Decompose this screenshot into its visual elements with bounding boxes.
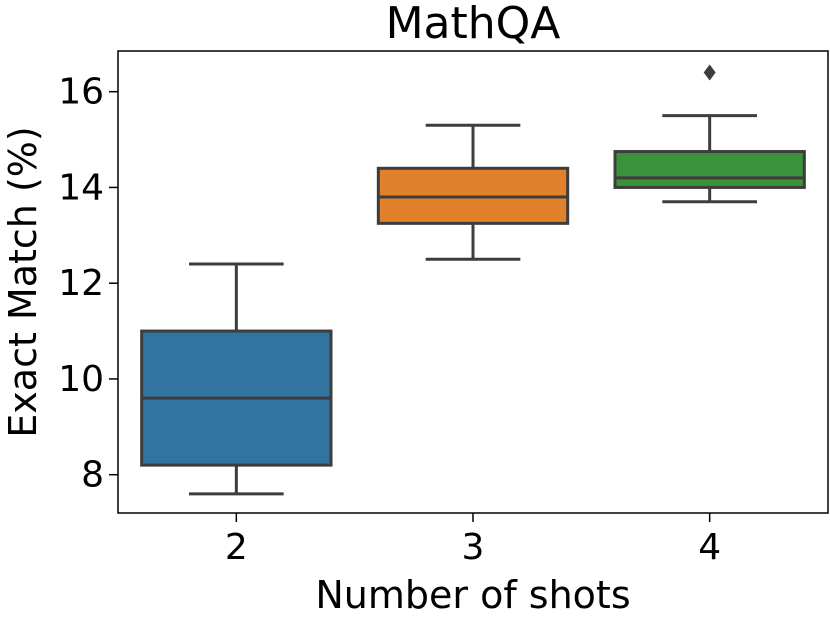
outlier-marker: [703, 64, 716, 81]
y-tick-label: 14: [58, 167, 104, 208]
x-tick-label: 2: [225, 527, 248, 568]
x-axis-label: Number of shots: [315, 573, 630, 617]
plot-area: 8 10 12 14 16 2 3 4: [58, 64, 806, 568]
y-axis-label: Exact Match (%): [1, 126, 45, 437]
plot-frame: [117, 50, 829, 514]
x-tick-label: 4: [698, 527, 721, 568]
chart-title: MathQA: [386, 0, 561, 49]
y-tick-label: 10: [58, 359, 104, 400]
x-tick-label: 3: [462, 527, 485, 568]
y-tick-label: 8: [81, 455, 104, 496]
y-tick-label: 12: [58, 263, 104, 304]
y-tick-label: 16: [58, 72, 104, 113]
box-4: [613, 150, 806, 189]
